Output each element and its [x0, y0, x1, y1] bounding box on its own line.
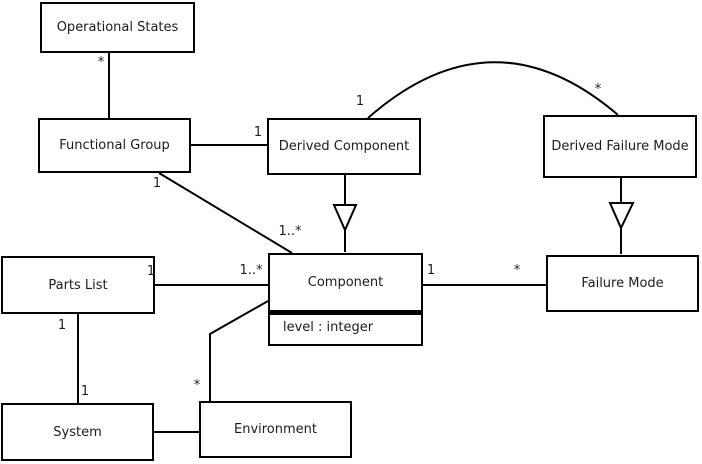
multiplicity-arc-derived-component: 1 [355, 94, 365, 109]
class-name-label: Environment [233, 422, 317, 437]
class-name-label: Component [307, 275, 384, 290]
class-name-label: Parts List [48, 277, 108, 293]
class-name-compartment: Component [270, 255, 421, 315]
class-environment: Environment [199, 401, 352, 458]
class-component: Component level : integer [268, 253, 423, 346]
multiplicity-environment-component: * [193, 378, 201, 393]
class-derived-component: Derived Component [267, 118, 421, 175]
class-name-label: Functional Group [59, 138, 170, 153]
generalization-arrow-derived-failure-mode-icon [608, 202, 635, 231]
multiplicity-functional-group-component-source: 1 [152, 176, 162, 191]
class-name-label: Operational States [56, 20, 179, 35]
multiplicity-functional-group-derived-component: 1 [253, 125, 263, 140]
class-system: System [1, 403, 154, 461]
multiplicity-parts-list-system-source: 1 [57, 318, 67, 333]
edge-arc-derived-component-derived-failure-mode [367, 61, 619, 119]
class-attribute-compartment: level : integer [270, 315, 421, 339]
class-name-label: System [53, 424, 102, 440]
multiplicity-parts-list-component-source: 1 [146, 264, 156, 279]
class-derived-failure-mode: Derived Failure Mode [543, 115, 697, 178]
multiplicity-functional-group-component-target: 1..* [278, 224, 302, 239]
multiplicity-parts-list-system-target: 1 [80, 384, 90, 399]
class-name-label: Derived Component [278, 139, 410, 154]
edge-component-environment [209, 300, 269, 401]
generalization-arrow-derived-component-icon [332, 204, 358, 233]
edge-functional-group-component [158, 172, 293, 254]
class-name-label: Failure Mode [581, 276, 664, 291]
multiplicity-parts-list-component-target: 1..* [239, 263, 263, 278]
class-failure-mode: Failure Mode [546, 255, 699, 312]
multiplicity-arc-derived-failure-mode: * [594, 82, 602, 97]
multiplicity-component-failure-mode-target: * [513, 263, 521, 278]
class-parts-list: Parts List [1, 256, 155, 314]
multiplicity-component-failure-mode-source: 1 [426, 263, 436, 278]
class-functional-group: Functional Group [38, 118, 191, 173]
class-name-label: Derived Failure Mode [551, 139, 689, 154]
class-operational-states: Operational States [40, 2, 195, 53]
class-attribute-label: level : integer [283, 319, 374, 335]
multiplicity-operational-states: * [97, 55, 105, 70]
